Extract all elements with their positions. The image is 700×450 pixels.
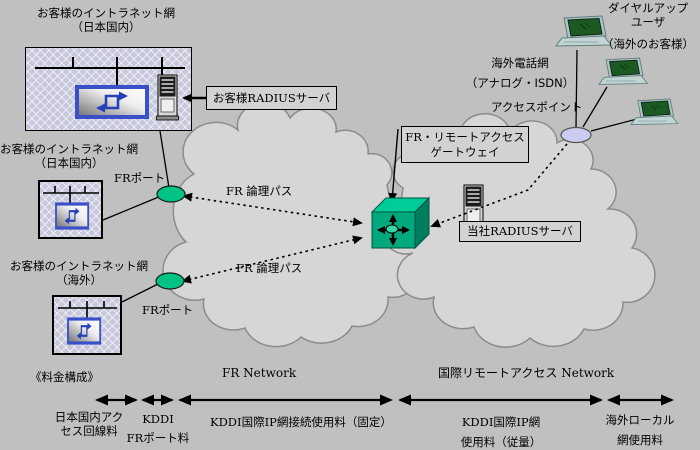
access-point-icon	[560, 126, 592, 144]
dialup-user-label-line3: （海外のお客様）	[602, 37, 694, 51]
customer-radius-label: お客様RADIUSサーバ	[212, 90, 331, 105]
overseas-phone-label-line2: （アナログ・ISDN）	[465, 76, 575, 90]
fee-item-overseas-local-line2: 網使用料	[617, 433, 663, 447]
intranet-jp-main-box	[25, 47, 192, 131]
fee-item-fr-port-line2: FRポート料	[126, 431, 190, 445]
access-point-label: アクセスポイント	[491, 100, 583, 114]
gateway-cube-icon	[370, 196, 431, 250]
overseas-phone-label: 海外電話網 （アナログ・ISDN）	[458, 53, 582, 93]
fee-structure-title: 《料金構成》	[30, 370, 99, 384]
gateway-label-line1: FR・リモートアクセス	[405, 129, 525, 144]
fee-item-overseas-local: 海外ローカル 網使用料	[600, 410, 680, 450]
fr-port-1-icon	[156, 185, 186, 203]
intranet-overseas-title-line2: （海外）	[56, 273, 102, 287]
fr-network-label: FR Network	[222, 366, 297, 380]
fr-port-1-label: FRポート	[114, 171, 166, 185]
fee-item-domestic-access: 日本国内アク セス回線料	[44, 410, 134, 438]
fee-item-domestic-access-line2: セス回線料	[60, 424, 118, 438]
overseas-phone-label-line1: 海外電話網	[491, 56, 549, 70]
fee-item-fr-port: KDDI FRポート料	[123, 410, 193, 448]
customer-radius-label-box: お客様RADIUSサーバ	[206, 86, 337, 110]
fr-port-2-label: FRポート	[142, 303, 194, 317]
fee-item-intl-ip-usage-line1: KDDI国際IP網	[461, 415, 541, 429]
intranet-jp-main-title-line2: （日本国内）	[71, 20, 141, 34]
intranet-jp-main-title: お客様のイントラネット網 （日本国内）	[20, 6, 192, 34]
intranet-jp-small-box	[38, 180, 103, 239]
company-radius-label-box: 当社RADIUSサーバ	[459, 221, 581, 242]
fr-port-2-icon	[155, 272, 185, 290]
intranet-overseas-title-line1: お客様のイントラネット網	[10, 259, 148, 273]
intranet-overseas-box	[52, 295, 122, 355]
fee-item-fr-port-line1: KDDI	[142, 412, 174, 426]
fr-logical-path-1-label: FR 論理パス	[226, 184, 293, 198]
intl-network-label: 国際リモートアクセス Network	[438, 366, 615, 380]
dialup-laptop-3-icon	[630, 98, 679, 126]
gateway-label-line2: ゲートウェイ	[430, 144, 500, 159]
company-radius-label: 当社RADIUSサーバ	[467, 224, 573, 238]
gateway-pointer-arrow	[388, 128, 399, 203]
fee-item-domestic-access-line1: 日本国内アク	[54, 410, 124, 424]
intranet-jp-small-title-line2: （日本国内）	[34, 156, 104, 170]
dialup-laptop-2-icon	[598, 57, 649, 86]
intranet-jp-main-title-line1: お客様のイントラネット網	[37, 6, 175, 20]
fee-item-intl-ip-usage: KDDI国際IP網 使用料（従量）	[448, 412, 554, 450]
fr-logical-path-1-arrow	[182, 192, 363, 227]
intranet-jp-small-title-line1: お客様のイントラネット網	[0, 142, 138, 156]
intranet-jp-small-title: お客様のイントラネット網 （日本国内）	[0, 142, 138, 170]
fee-item-overseas-local-line1: 海外ローカル	[605, 413, 675, 427]
dialup-user-label-line1: ダイヤルアップ	[607, 1, 689, 15]
fee-item-intl-ip-fixed: KDDI国際IP網接続使用料（固定）	[210, 415, 392, 429]
intranet-overseas-title: お客様のイントラネット網 （海外）	[10, 259, 148, 287]
fr-network-cloud	[162, 101, 422, 348]
fr-logical-path-2-label: FR 論理パス	[236, 261, 303, 275]
gateway-label-box: FR・リモートアクセス ゲートウェイ	[401, 126, 529, 163]
dialup-user-label-line2: ユーザ	[630, 15, 666, 29]
dialup-user-label: ダイヤルアップ ユーザ （海外のお客様）	[596, 1, 700, 51]
fee-item-intl-ip-usage-line2: 使用料（従量）	[460, 435, 542, 449]
